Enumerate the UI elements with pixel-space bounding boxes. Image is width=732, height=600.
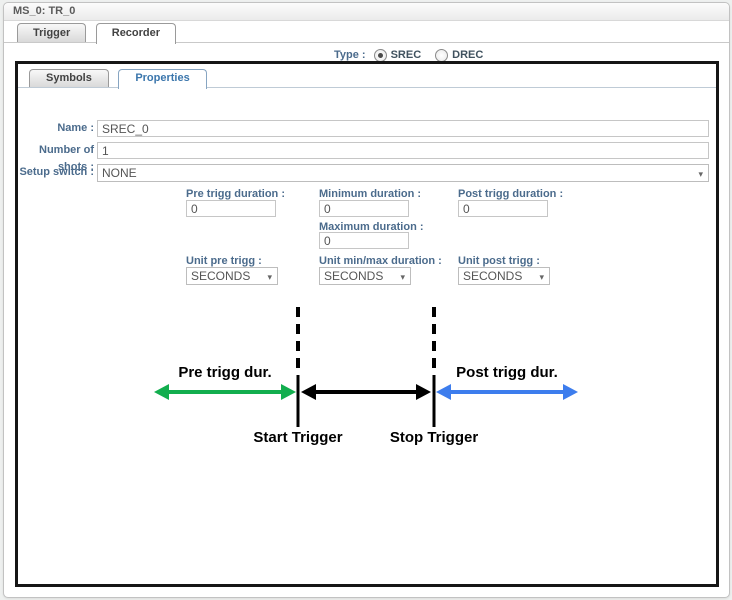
pre-trigg-duration-label: Pre trigg duration :: [186, 188, 285, 200]
properties-content: Name : Number of shots : Setup switch : …: [18, 88, 716, 586]
setup-switch-label: Setup switch :: [19, 166, 94, 178]
minimum-duration-input[interactable]: [319, 200, 409, 217]
number-of-shots-label: Number of shots :: [39, 144, 94, 173]
duration-arrow: [301, 384, 431, 400]
radio-srec-circle-icon[interactable]: [373, 48, 387, 62]
unit-minmax-duration-value: SECONDS: [324, 269, 384, 283]
pre-trigg-arrow: [154, 384, 296, 400]
radio-srec-label: SREC: [390, 49, 422, 61]
type-label: Type :: [334, 49, 366, 61]
main-tabstrip: Trigger Recorder: [4, 21, 729, 44]
recorder-panel: Symbols Properties Name : Number of shot…: [15, 61, 719, 587]
unit-pre-trigg-label: Unit pre trigg :: [186, 255, 262, 267]
radio-srec[interactable]: SREC: [373, 48, 422, 62]
tab-symbols[interactable]: Symbols: [29, 69, 109, 87]
window-titlebar: MS_0: TR_0: [4, 3, 729, 21]
radio-drec-circle-icon[interactable]: [435, 48, 449, 62]
stop-trigger-label: Stop Trigger: [390, 429, 479, 446]
unit-pre-trigg-value: SECONDS: [191, 269, 251, 283]
app-window: MS_0: TR_0 Trigger Recorder Type : SREC …: [3, 2, 730, 598]
radio-drec[interactable]: DREC: [435, 48, 484, 62]
inner-tabstrip: Symbols Properties: [18, 64, 716, 89]
unit-post-trigg-label: Unit post trigg :: [458, 255, 540, 267]
unit-post-trigg-select[interactable]: SECONDS ▾: [458, 267, 550, 285]
setup-switch-select[interactable]: NONE ▾: [97, 164, 709, 182]
setup-switch-value: NONE: [102, 166, 137, 180]
tab-recorder[interactable]: Recorder: [95, 23, 177, 44]
maximum-duration-label: Maximum duration :: [319, 221, 424, 233]
post-trigg-arrow: [436, 384, 578, 400]
type-row: Type : SREC DREC: [334, 47, 497, 63]
chevron-down-icon: ▾: [539, 272, 544, 282]
post-trigg-duration-label: Post trigg duration :: [458, 188, 564, 200]
number-of-shots-input[interactable]: [97, 142, 709, 159]
window-title: MS_0: TR_0: [13, 5, 76, 17]
pre-trigg-dur-label: Pre trigg dur.: [178, 364, 271, 381]
name-label: Name :: [57, 122, 94, 134]
unit-minmax-duration-label: Unit min/max duration :: [319, 255, 442, 267]
maximum-duration-input[interactable]: [319, 232, 409, 249]
tab-properties[interactable]: Properties: [118, 69, 207, 89]
post-trigg-duration-input[interactable]: [458, 200, 548, 217]
tab-trigger[interactable]: Trigger: [17, 23, 87, 42]
name-input[interactable]: [97, 120, 709, 137]
radio-drec-label: DREC: [452, 49, 484, 61]
post-trigg-dur-label: Post trigg dur.: [456, 364, 558, 381]
chevron-down-icon: ▾: [400, 272, 405, 282]
unit-pre-trigg-select[interactable]: SECONDS ▾: [186, 267, 278, 285]
minimum-duration-label: Minimum duration :: [319, 188, 422, 200]
start-trigger-label: Start Trigger: [253, 429, 342, 446]
trigger-timing-diagram: Pre trigg dur. Post trigg dur. Start Tri…: [154, 307, 578, 446]
type-radio-group: SREC DREC: [373, 48, 498, 62]
chevron-down-icon: ▾: [267, 272, 272, 282]
unit-post-trigg-value: SECONDS: [463, 269, 523, 283]
unit-minmax-duration-select[interactable]: SECONDS ▾: [319, 267, 411, 285]
chevron-down-icon: ▾: [698, 169, 703, 179]
pre-trigg-duration-input[interactable]: [186, 200, 276, 217]
